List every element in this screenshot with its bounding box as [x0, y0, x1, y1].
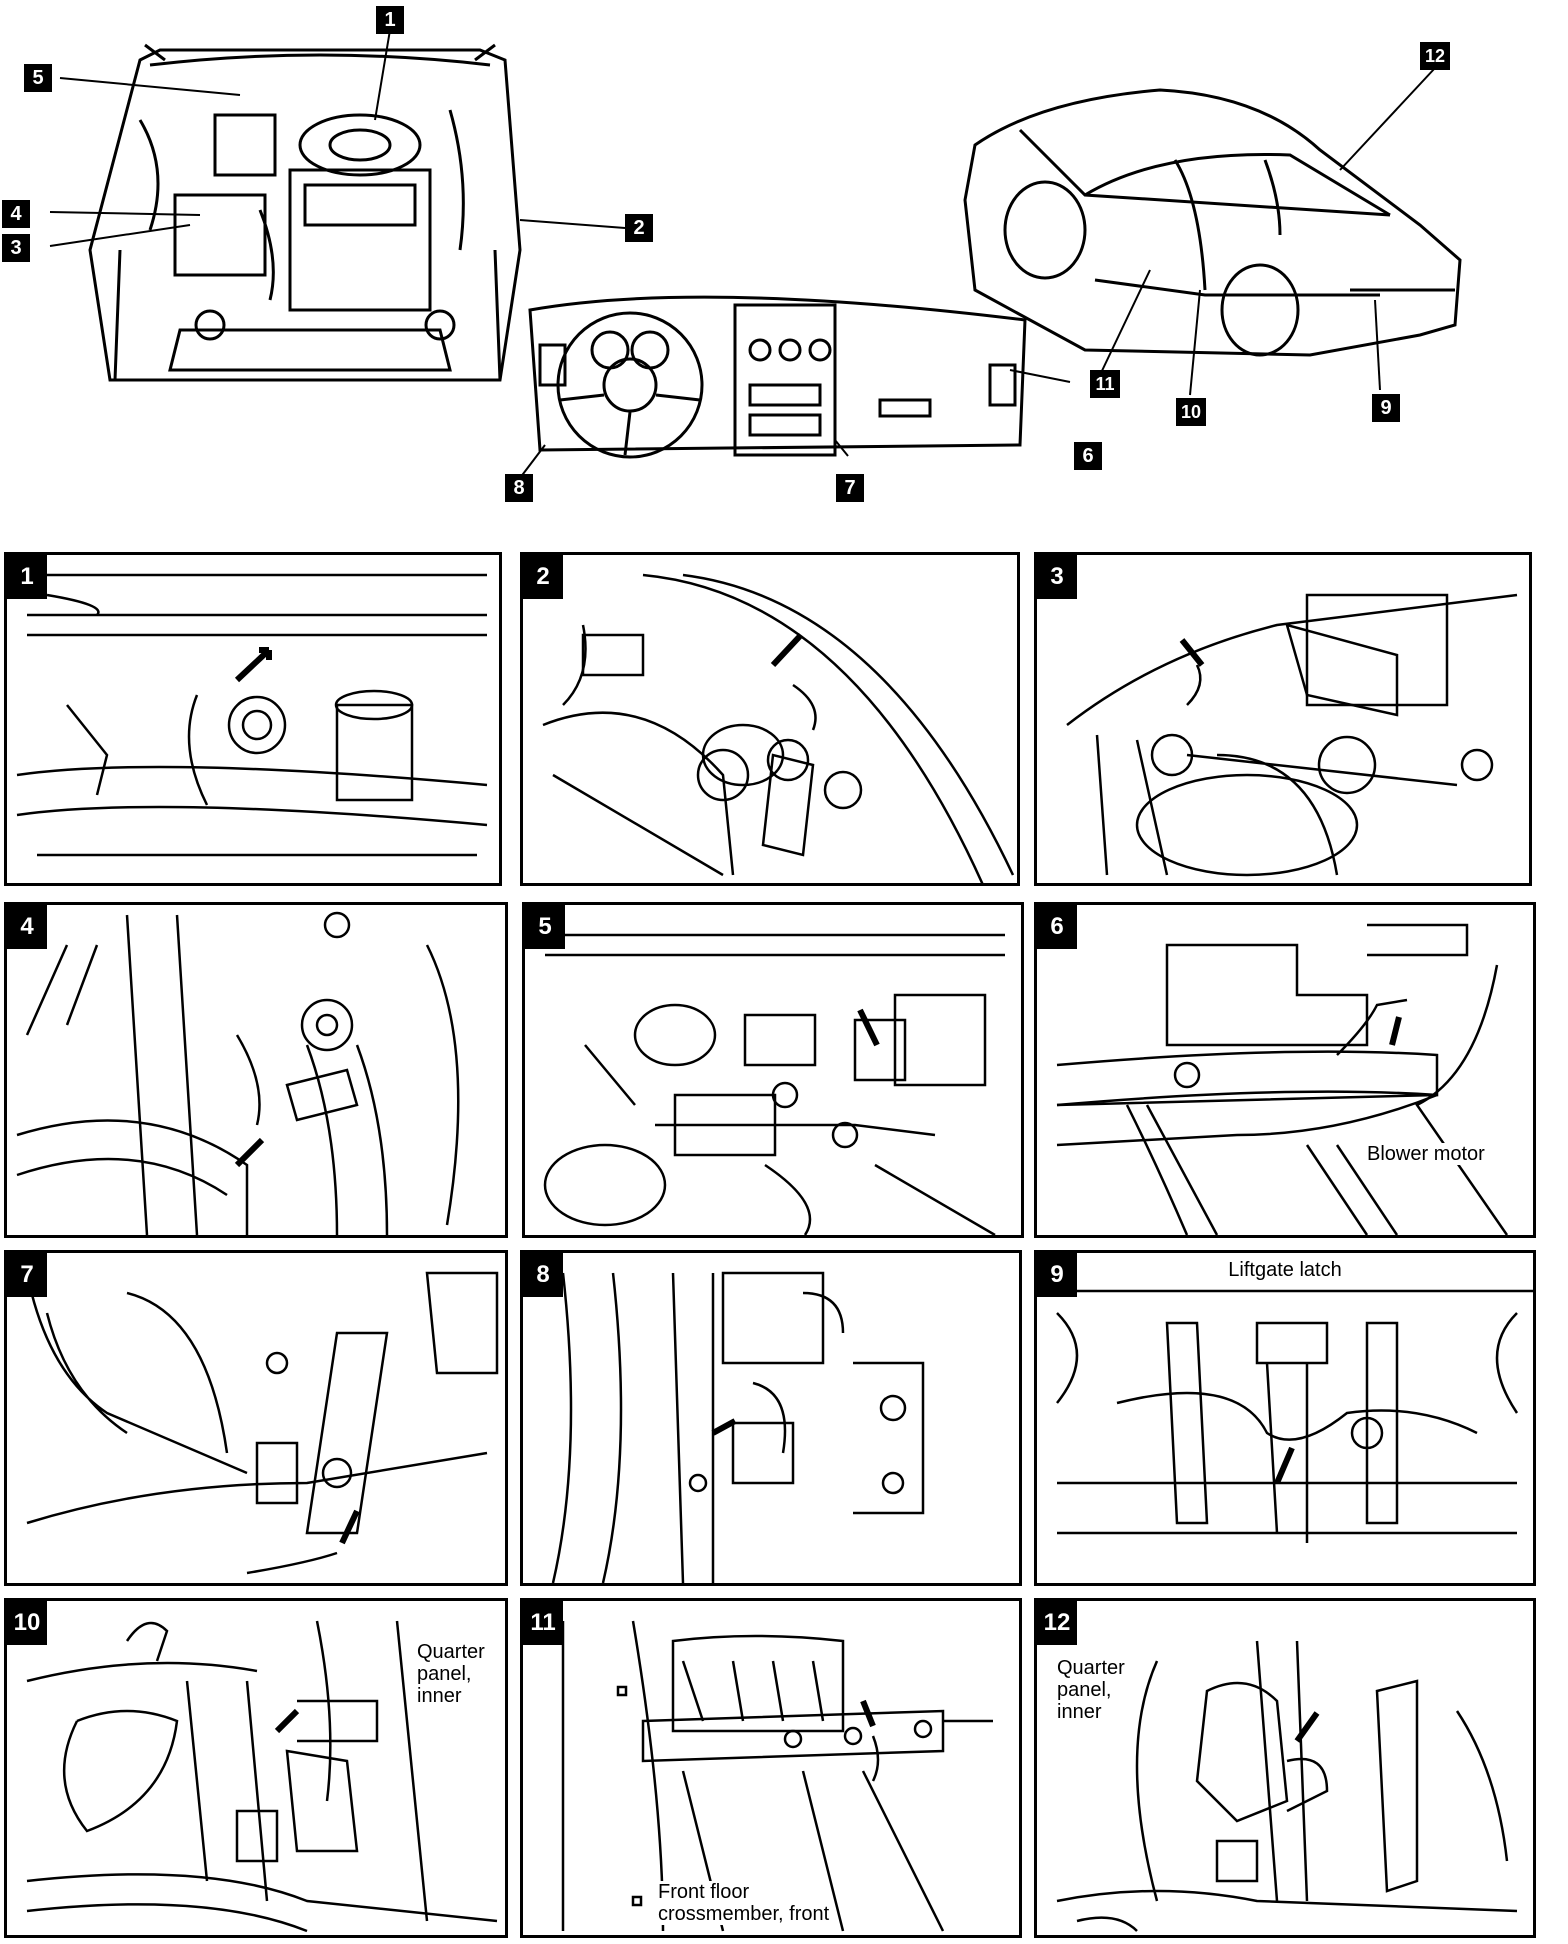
panel-number-12: 12	[1037, 1601, 1077, 1645]
detail-panel-2: 2	[520, 552, 1020, 886]
detail-panel-3: 3	[1034, 552, 1532, 886]
overview-key-2: 2	[625, 214, 653, 242]
detail-panel-11: 11 Front floor crossmember, front	[520, 1598, 1022, 1938]
detail-panel-4: 4	[4, 902, 508, 1238]
detail-panel-6: 6 Blower motor	[1034, 902, 1536, 1238]
panel-number-2: 2	[523, 555, 563, 599]
overview-key-12: 12	[1420, 42, 1450, 70]
overview-key-10: 10	[1176, 398, 1206, 426]
caption-quarter-panel-inner-12: Quarter panel, inner	[1057, 1657, 1125, 1723]
caption-line: panel,	[417, 1663, 472, 1685]
caption-front-floor-crossmember: Front floor crossmember, front	[658, 1881, 830, 1925]
overview-key-8: 8	[505, 474, 533, 502]
overview-key-6: 6	[1074, 442, 1102, 470]
overview-drawing	[49, 29, 1462, 479]
caption-line: Quarter	[417, 1641, 485, 1663]
caption-line: panel,	[1057, 1679, 1112, 1701]
panel-number-11: 11	[523, 1601, 563, 1645]
detail-panel-12: 12 Quarter panel, inner	[1034, 1598, 1536, 1938]
panel-number-3: 3	[1037, 555, 1077, 599]
caption-line: Quarter	[1057, 1657, 1125, 1679]
detail-panel-9: 9 Liftgate latch	[1034, 1250, 1536, 1586]
panel-number-4: 4	[7, 905, 47, 949]
detail-panel-5: 5	[522, 902, 1024, 1238]
caption-line: inner	[417, 1685, 462, 1707]
caption-line: Front floor	[658, 1881, 750, 1903]
caption-line: crossmember, front	[658, 1903, 830, 1925]
overview-key-3: 3	[2, 234, 30, 262]
overview-key-4: 4	[2, 200, 30, 228]
panel-number-5: 5	[525, 905, 565, 949]
overview-key-7: 7	[836, 474, 864, 502]
detail-panel-1: 1	[4, 552, 502, 886]
detail-panel-10: 10 Quarter panel, inner	[4, 1598, 508, 1938]
caption-liftgate-latch: Liftgate latch	[1228, 1259, 1342, 1281]
panel-number-1: 1	[7, 555, 47, 599]
caption-blower-motor: Blower motor	[1367, 1143, 1485, 1165]
overview-key-1: 1	[376, 6, 404, 34]
caption-quarter-panel-inner-10: Quarter panel, inner	[417, 1641, 485, 1707]
panel-number-9: 9	[1037, 1253, 1077, 1297]
car-drawing	[963, 88, 1462, 357]
panel-number-7: 7	[7, 1253, 47, 1297]
panel-number-10: 10	[7, 1601, 47, 1645]
overview-illustration: 1 2 3 4 5 6 7 8 9 10 11 12	[0, 0, 1568, 525]
overview-key-5: 5	[24, 64, 52, 92]
caption-line: inner	[1057, 1701, 1102, 1723]
detail-panel-7: 7	[4, 1250, 508, 1586]
overview-key-11: 11	[1090, 370, 1120, 398]
dashboard-drawing	[528, 295, 1027, 459]
engine-bay-drawing	[88, 43, 522, 382]
overview-key-9: 9	[1372, 394, 1400, 422]
detail-panel-8: 8	[520, 1250, 1022, 1586]
panel-number-6: 6	[1037, 905, 1077, 949]
panel-number-8: 8	[523, 1253, 563, 1297]
